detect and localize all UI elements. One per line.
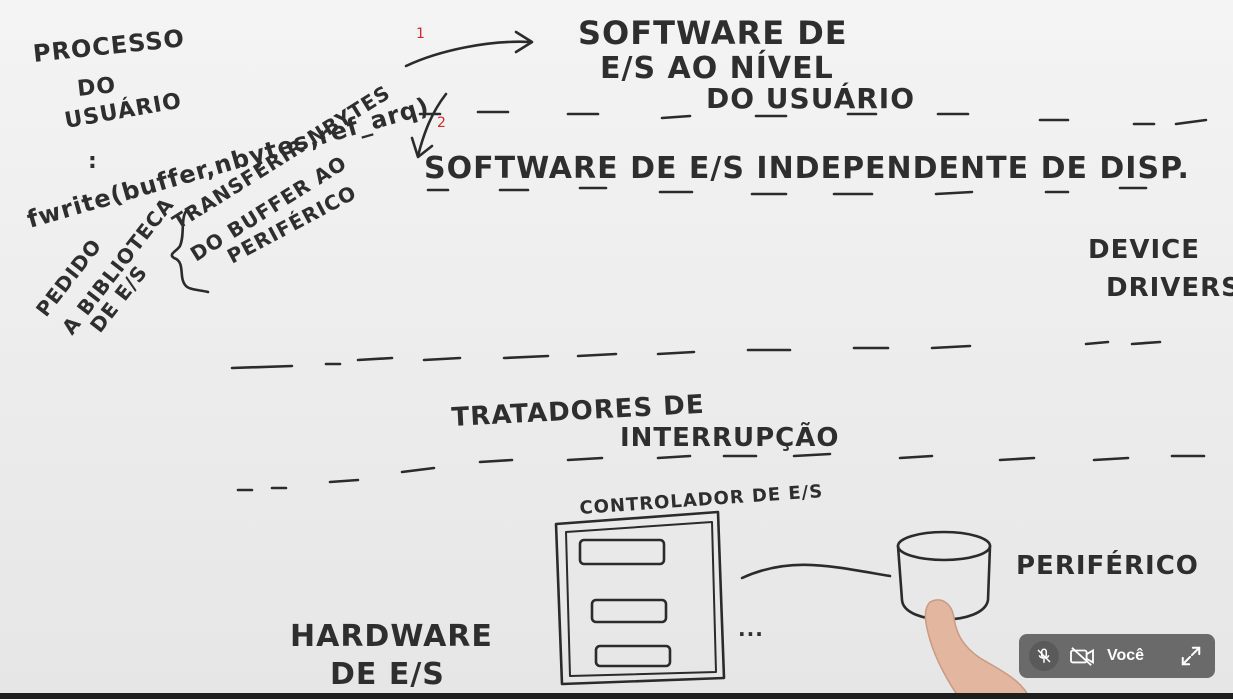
io-controller [554, 510, 726, 686]
user-level-line-1: SOFTWARE DE [578, 14, 848, 52]
controller-peripheral-cable [740, 563, 892, 580]
continuation-dots: : [88, 149, 98, 174]
bottom-strip [0, 693, 1233, 699]
device-drivers-line-1: DEVICE [1088, 235, 1200, 265]
independent-software-label: SOFTWARE DE E/S INDEPENDENTE DE DISP. [424, 151, 1190, 186]
expand-button[interactable] [1177, 642, 1205, 670]
peripheral-label: PERIFÉRICO [1016, 549, 1199, 581]
you-label: Você [1107, 647, 1145, 664]
step-1-number: 1 [416, 26, 425, 42]
step-1-arrow [404, 30, 534, 68]
hardware-label-line-1: HARDWARE [290, 619, 493, 654]
user-level-software-label: SOFTWARE DE E/S AO NÍVEL DO USUÁRIO [578, 14, 915, 115]
controller-register-2 [590, 598, 668, 624]
camera-off-icon [1070, 647, 1094, 666]
pointing-hand [924, 599, 1031, 699]
controller-ellipsis: ... [738, 617, 764, 641]
mic-off-button[interactable] [1029, 641, 1059, 671]
independent-underline [426, 186, 1148, 196]
meet-self-view-controls: Você [1019, 634, 1215, 678]
interrupt-handlers-line-2: INTERRUPÇÃO [620, 421, 839, 453]
layer-divider-1 [418, 110, 1208, 126]
hardware-label: HARDWARE DE E/S [290, 619, 493, 692]
controller-box-inner [565, 521, 717, 677]
brace-mark [170, 204, 210, 294]
step-2-arrow [410, 92, 448, 159]
process-label-line-1: PROCESSO [32, 24, 186, 68]
controller-register-1 [578, 538, 666, 566]
device-drivers-label: DEVICE DRIVERS [1088, 235, 1233, 303]
camera-off-button[interactable] [1067, 641, 1097, 671]
mic-off-icon [1037, 648, 1051, 663]
expand-icon [1181, 646, 1201, 666]
process-label: PROCESSO DO USUÁRIO [32, 24, 186, 134]
process-label-line-2: DO [76, 73, 117, 102]
controller-box [554, 510, 726, 686]
user-level-line-3: DO USUÁRIO [706, 81, 915, 115]
layer-divider-3 [236, 452, 1206, 492]
hardware-label-line-2: DE E/S [330, 657, 445, 692]
device-drivers-line-2: DRIVERS [1106, 273, 1233, 303]
user-level-line-2: E/S AO NÍVEL [600, 50, 834, 86]
controller-register-3 [594, 644, 672, 668]
interrupt-handlers-label: TRATADORES DE INTERRUPÇÃO [451, 390, 839, 453]
layer-divider-2 [230, 340, 1162, 370]
step-2-number: 2 [437, 115, 446, 131]
